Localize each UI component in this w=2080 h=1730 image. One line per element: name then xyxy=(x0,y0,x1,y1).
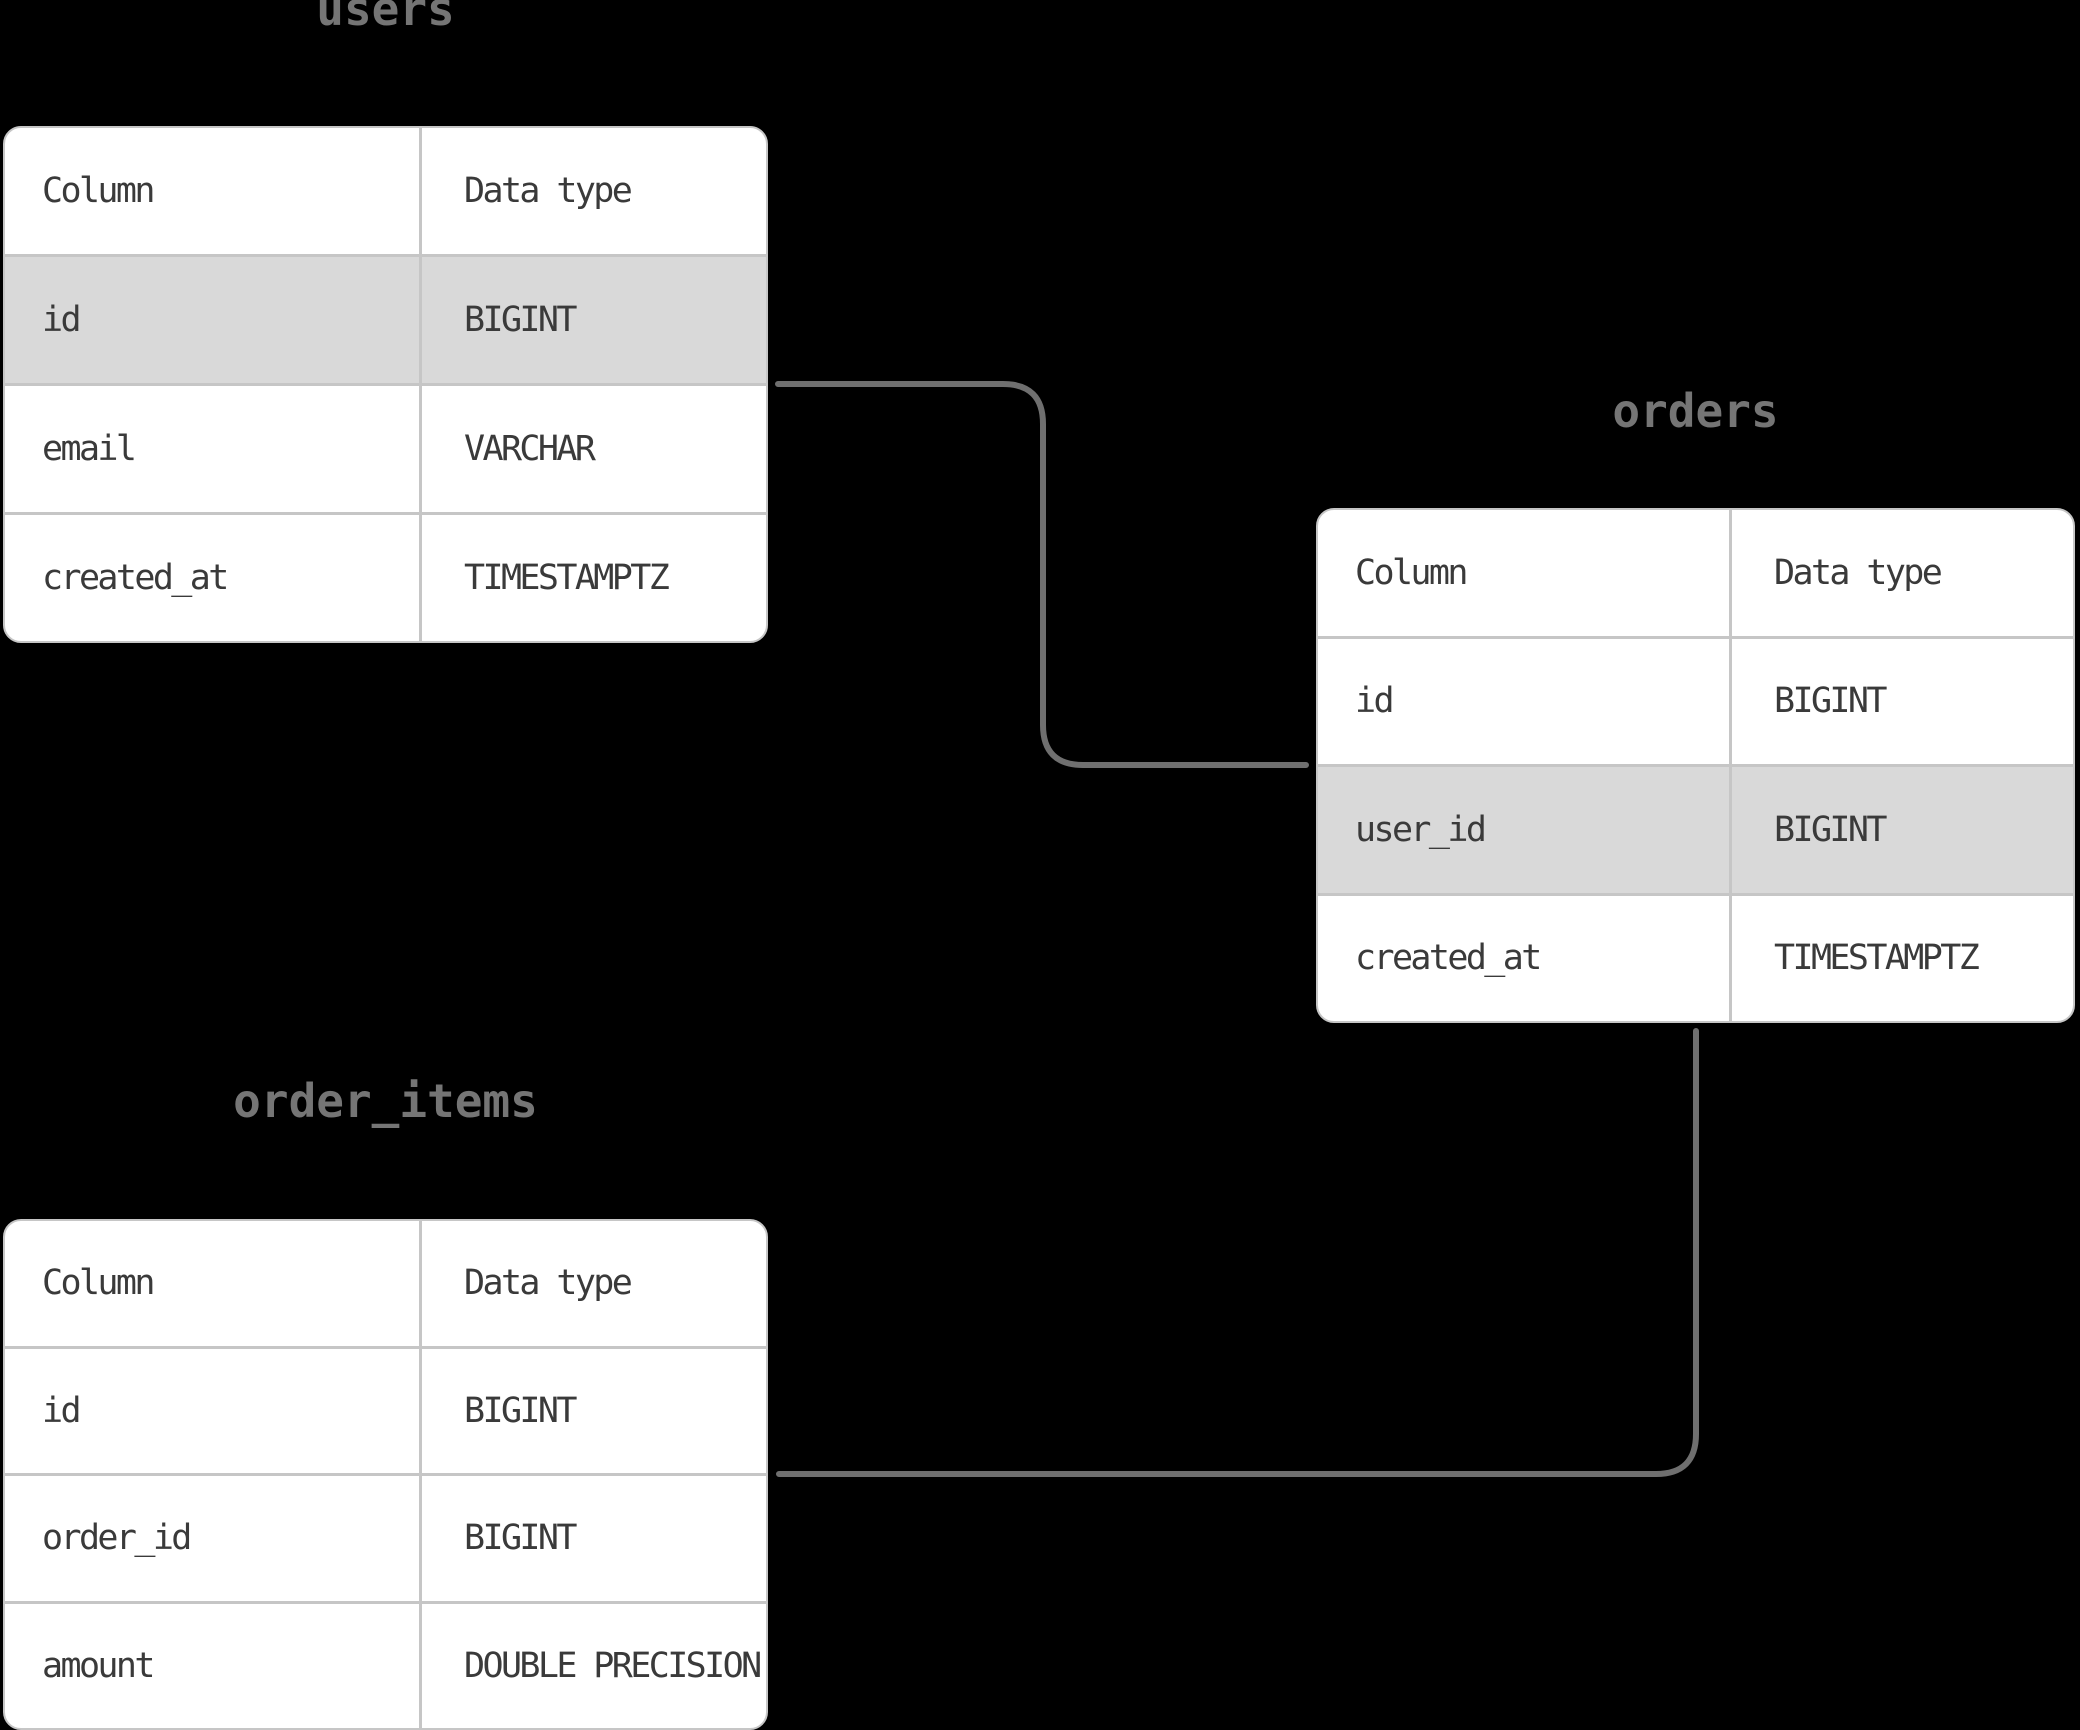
table-row: order_id BIGINT xyxy=(5,1473,766,1601)
table-title: order_items xyxy=(233,1074,538,1128)
table-row: id BIGINT xyxy=(1318,635,2073,764)
column-name-cell: created_at xyxy=(5,515,422,641)
column-header-cell: Column xyxy=(1318,510,1732,636)
column-name-cell: order_id xyxy=(5,1476,422,1601)
datatype-header-cell: Data type xyxy=(464,171,633,211)
connector-users-orders xyxy=(775,381,1309,768)
column-name-cell: email xyxy=(5,386,422,512)
column-header-cell: Column xyxy=(5,128,422,254)
column-name-cell: created_at xyxy=(1318,895,1732,1021)
table-card: Column Data type id BIGINT email VARCHAR cre… xyxy=(3,126,768,643)
data-type-cell: BIGINT xyxy=(1774,809,1887,850)
data-type-cell: VARCHAR xyxy=(464,429,596,469)
datatype-header-cell: Data type xyxy=(464,1263,633,1304)
table-row: amount DOUBLE PRECISION xyxy=(5,1600,766,1728)
data-type-cell: BIGINT xyxy=(464,1518,577,1559)
table-header-row: Column Data type xyxy=(5,1221,766,1346)
table-row: created_at TIMESTAMPTZ xyxy=(5,512,766,641)
data-type-cell: BIGINT xyxy=(464,300,577,340)
column-name-cell: id xyxy=(5,257,422,383)
column-header-cell: Column xyxy=(5,1221,422,1346)
connector-orders-order-items xyxy=(776,1028,1699,1477)
table-title: orders xyxy=(1612,384,1779,438)
column-name-cell: id xyxy=(1318,638,1732,764)
data-type-cell: BIGINT xyxy=(464,1390,577,1431)
table-row: id BIGINT xyxy=(5,1345,766,1473)
table-row: user_id BIGINT xyxy=(1318,764,2073,893)
table-row: created_at TIMESTAMPTZ xyxy=(1318,892,2073,1021)
column-name-cell: id xyxy=(5,1348,422,1473)
column-name-cell: amount xyxy=(5,1603,422,1728)
table-row: email VARCHAR xyxy=(5,383,766,512)
table-header-row: Column Data type xyxy=(1318,510,2073,636)
data-type-cell: TIMESTAMPTZ xyxy=(1774,938,1980,979)
table-header-row: Column Data type xyxy=(5,128,766,254)
table-row: id BIGINT xyxy=(5,254,766,383)
data-type-cell: TIMESTAMPTZ xyxy=(464,558,670,598)
data-type-cell: DOUBLE PRECISION xyxy=(464,1645,762,1686)
table-title: users xyxy=(316,0,455,36)
data-type-cell: BIGINT xyxy=(1774,681,1887,722)
table-node-users[interactable]: users Column Data type id BIGINT email VARC… xyxy=(3,0,768,643)
column-name-cell: user_id xyxy=(1318,767,1732,893)
datatype-header-cell: Data type xyxy=(1774,552,1943,593)
